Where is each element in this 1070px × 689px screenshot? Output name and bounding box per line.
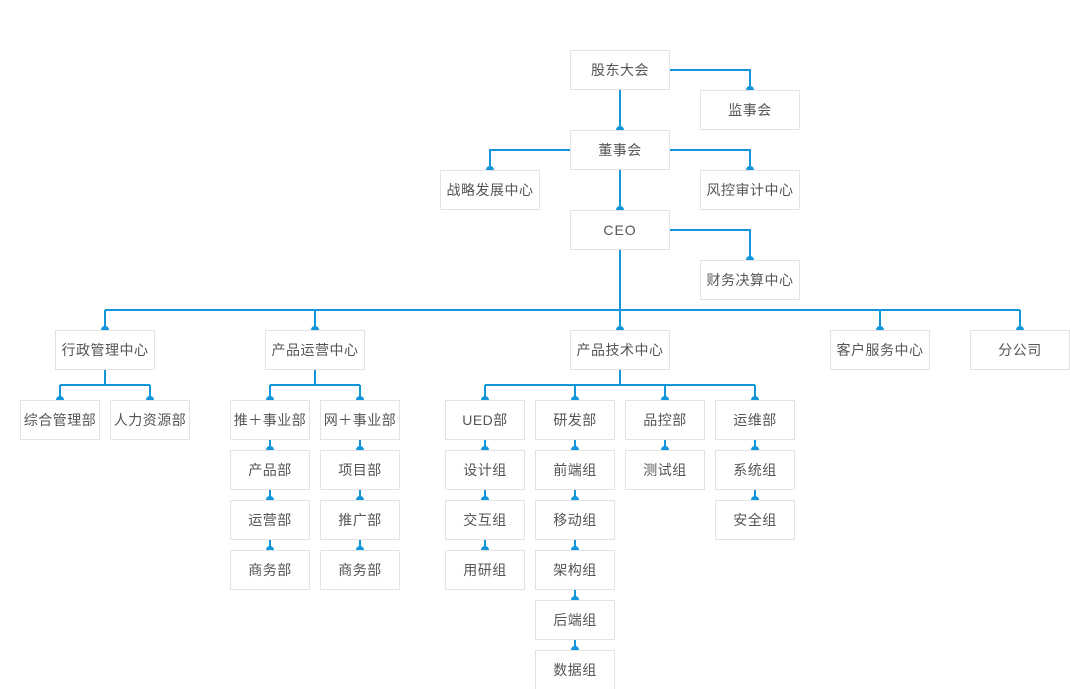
org-node-g1[interactable]: 运维部: [715, 400, 795, 440]
org-node-b4[interactable]: 商务部: [230, 550, 310, 590]
org-node-f1[interactable]: 品控部: [625, 400, 705, 440]
org-node-c3[interactable]: 产品技术中心: [570, 330, 670, 370]
org-node-e3[interactable]: 移动组: [535, 500, 615, 540]
org-node-e5[interactable]: 后端组: [535, 600, 615, 640]
org-node-n5[interactable]: 风控审计中心: [700, 170, 800, 210]
org-node-b3[interactable]: 运营部: [230, 500, 310, 540]
org-node-b1[interactable]: 推＋事业部: [230, 400, 310, 440]
org-node-d2[interactable]: 设计组: [445, 450, 525, 490]
org-node-b2[interactable]: 产品部: [230, 450, 310, 490]
org-node-a1[interactable]: 综合管理部: [20, 400, 100, 440]
org-node-e1[interactable]: 研发部: [535, 400, 615, 440]
org-node-e6[interactable]: 数据组: [535, 650, 615, 689]
org-node-c2[interactable]: 产品运营中心: [265, 330, 365, 370]
org-node-g3[interactable]: 安全组: [715, 500, 795, 540]
org-node-d1[interactable]: UED部: [445, 400, 525, 440]
org-node-d4[interactable]: 用研组: [445, 550, 525, 590]
org-node-b5[interactable]: 网＋事业部: [320, 400, 400, 440]
edge-board-to-riskaudit: [670, 149, 751, 170]
edge-shareholders-to-supervisors: [670, 69, 751, 90]
org-node-b7[interactable]: 推广部: [320, 500, 400, 540]
org-node-c1[interactable]: 行政管理中心: [55, 330, 155, 370]
org-node-a2[interactable]: 人力资源部: [110, 400, 190, 440]
org-node-e2[interactable]: 前端组: [535, 450, 615, 490]
org-node-g2[interactable]: 系统组: [715, 450, 795, 490]
org-node-n2[interactable]: 监事会: [700, 90, 800, 130]
org-node-n7[interactable]: 财务决算中心: [700, 260, 800, 300]
org-node-n3[interactable]: 董事会: [570, 130, 670, 170]
org-node-b8[interactable]: 商务部: [320, 550, 400, 590]
org-node-f2[interactable]: 测试组: [625, 450, 705, 490]
org-node-n1[interactable]: 股东大会: [570, 50, 670, 90]
edge-board-to-strategy: [489, 149, 570, 170]
edge-ceo-to-finance: [670, 229, 751, 260]
org-node-e4[interactable]: 架构组: [535, 550, 615, 590]
org-node-b6[interactable]: 项目部: [320, 450, 400, 490]
org-node-n4[interactable]: 战略发展中心: [440, 170, 540, 210]
org-node-c5[interactable]: 分公司: [970, 330, 1070, 370]
org-node-c4[interactable]: 客户服务中心: [830, 330, 930, 370]
org-node-n6[interactable]: CEO: [570, 210, 670, 250]
org-node-d3[interactable]: 交互组: [445, 500, 525, 540]
